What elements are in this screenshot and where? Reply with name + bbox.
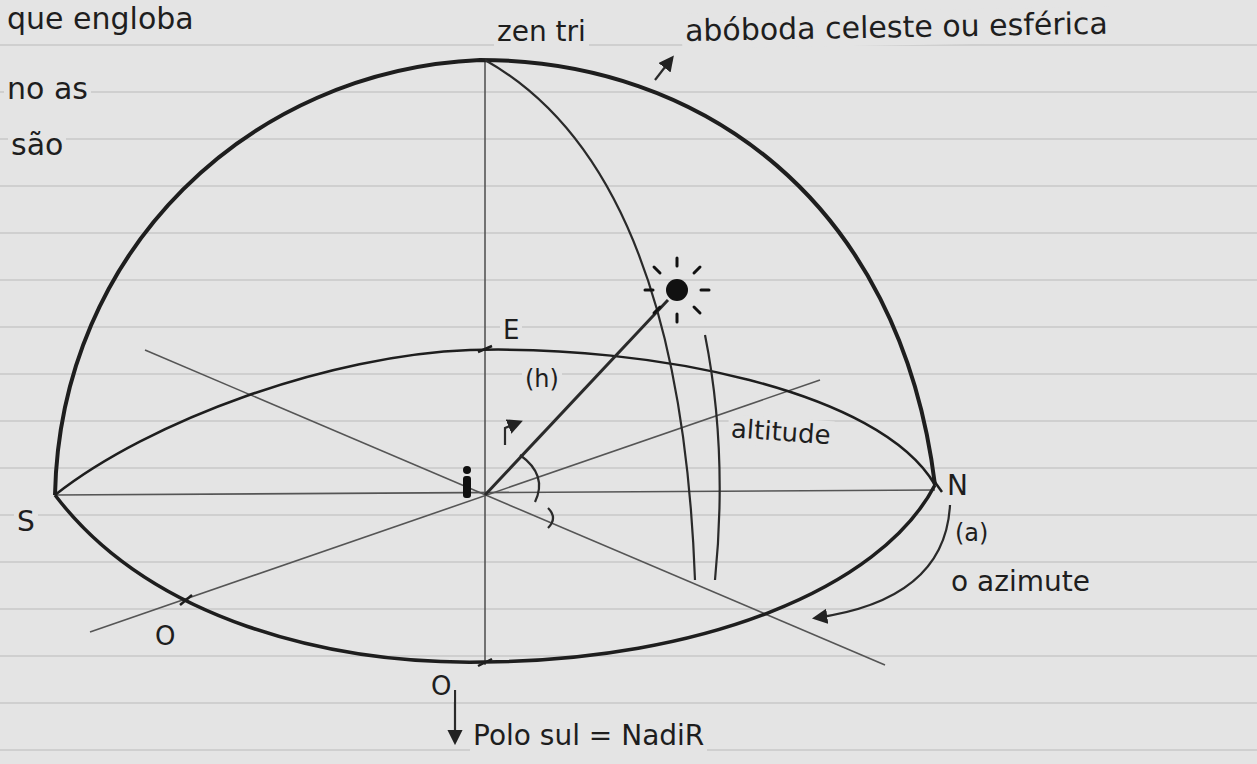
label-text: E — [500, 316, 522, 346]
star-geometry — [455, 58, 950, 742]
label-text: que engloba — [4, 2, 197, 37]
label-text: O — [428, 672, 454, 702]
label-text: Polo sul = NadiR — [470, 720, 707, 752]
star-symbol — [645, 258, 709, 322]
label-text: no as — [4, 72, 91, 107]
label-text: zen tri — [494, 16, 589, 48]
label-text: (h) — [522, 366, 562, 394]
guide-lines — [55, 60, 935, 665]
tick-marks — [180, 346, 942, 666]
notebook-lines — [0, 45, 1257, 750]
label-text: O — [152, 622, 178, 652]
label-text: (a) — [952, 520, 991, 548]
label-text: S — [14, 506, 38, 538]
label-text: abóboda celeste ou esférica — [682, 7, 1111, 49]
label-text: são — [8, 128, 66, 163]
label-text: altitude — [727, 414, 835, 451]
label-text: N — [944, 470, 971, 502]
observer-figure — [463, 466, 471, 498]
label-text: o azimute — [948, 566, 1093, 598]
sphere-outline — [55, 60, 935, 662]
